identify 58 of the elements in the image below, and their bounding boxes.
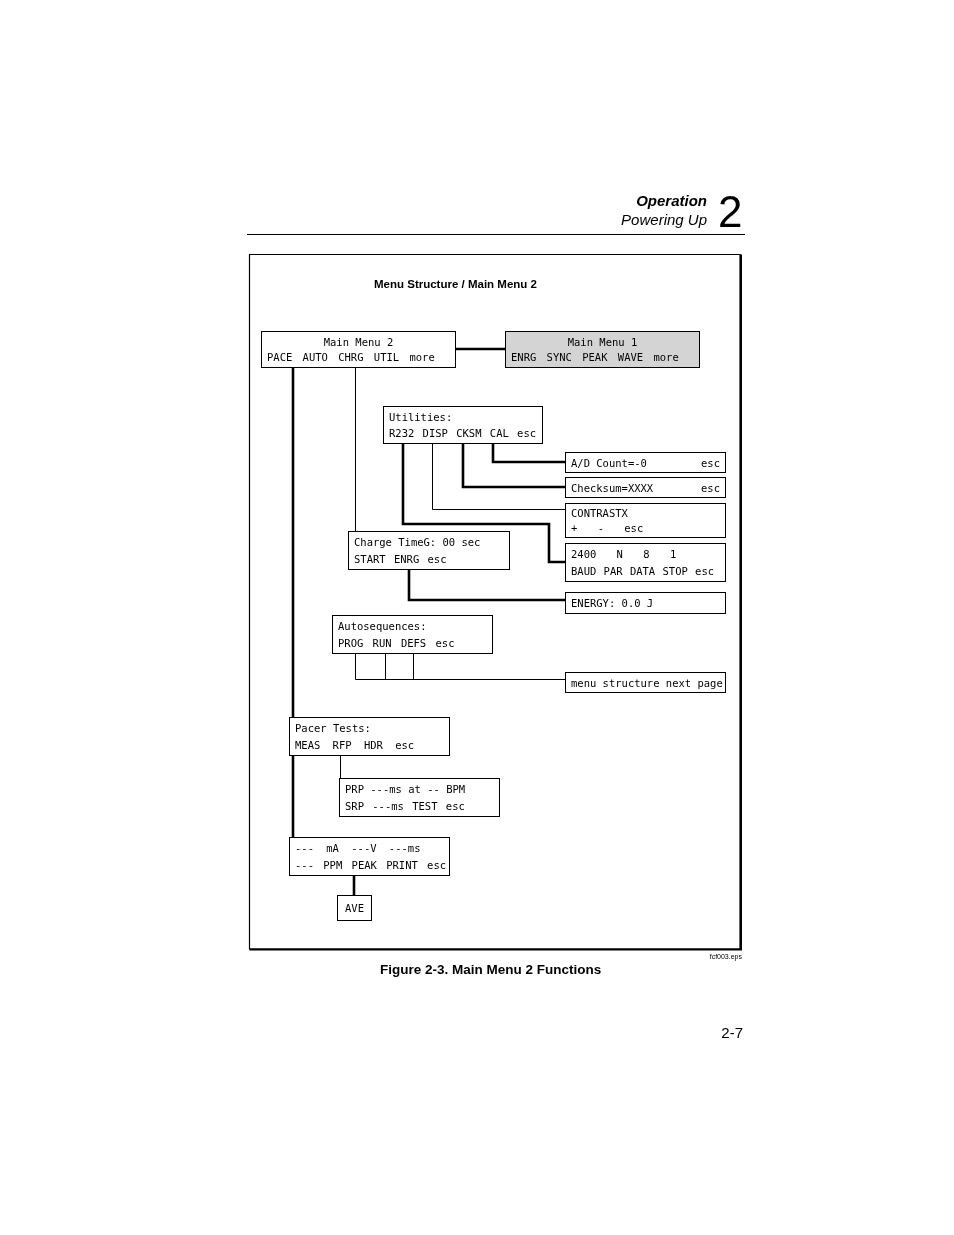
connector-line <box>456 347 505 351</box>
menu-screen-box <box>383 406 543 444</box>
menu-heading: Pacer Tests: <box>295 722 372 735</box>
menu-heading: Utilities: <box>389 411 454 423</box>
menu-heading: Main Menu 1 <box>566 335 639 348</box>
connector-line <box>432 443 566 510</box>
menu-heading: 2400 N 8 1 <box>571 548 678 561</box>
menu-screen-box <box>565 592 726 614</box>
connector-line <box>407 570 565 602</box>
menu-heading: A/D Count=-0 <box>571 456 647 469</box>
menu-heading: PRP ---ms at -- BPM <box>345 783 467 796</box>
menu-heading: AVE <box>344 902 365 914</box>
connector-line <box>461 444 565 489</box>
menu-heading: --- mA ---V ---ms <box>295 842 422 855</box>
connector-line <box>291 756 295 837</box>
menu-options: esc <box>701 456 720 469</box>
menu-screen-box <box>565 543 726 582</box>
menu-screen-box <box>289 717 450 756</box>
menu-screen-box <box>332 615 493 654</box>
menu-options: SRP ---ms TEST esc <box>345 799 494 812</box>
menu-options: --- PPM PEAK PRINT esc <box>295 858 444 871</box>
menu-heading: Charge TimeG: 00 sec <box>354 536 482 549</box>
menu-heading: Autosequences: <box>338 620 428 633</box>
figure-caption: Figure 2-3. Main Menu 2 Functions <box>380 962 602 977</box>
menu-screen-box <box>348 531 510 570</box>
menu-screen-box <box>565 503 726 538</box>
menu-options: ENRG SYNC PEAK WAVE more <box>511 351 694 364</box>
menu-options: + - esc <box>571 521 720 534</box>
menu-options: BAUD PAR DATA STOP esc <box>571 564 720 577</box>
menu-screen-box <box>261 331 456 368</box>
chapter-number: 2 <box>718 187 743 237</box>
menu-screen-box <box>565 477 726 498</box>
menu-options: esc <box>701 481 720 494</box>
menu-options: PROG RUN DEFS esc <box>338 636 487 649</box>
menu-screen-box <box>289 837 450 876</box>
menu-options: MEAS RFP HDR esc <box>295 738 444 751</box>
menu-options: PACE AUTO CHRG UTIL more <box>267 351 450 364</box>
menu-heading: ENERGY: 0.0 J <box>571 597 655 609</box>
menu-screen-box <box>565 452 726 473</box>
menu-screen-box <box>337 895 372 921</box>
connector-line <box>491 444 565 464</box>
connector-line <box>401 444 565 564</box>
page-number: 2-7 <box>721 1024 743 1041</box>
menu-screen-box <box>339 778 500 817</box>
menu-options: START ENRG esc <box>354 552 504 565</box>
connector-line <box>340 755 341 779</box>
menu-screen-box <box>565 672 726 693</box>
connector-line <box>291 368 295 717</box>
connector-line <box>355 367 356 532</box>
menu-heading: Checksum=XXXX <box>571 481 654 494</box>
menu-heading: CONTRASTX <box>571 507 629 520</box>
section-heading: Operation <box>636 192 707 209</box>
menu-options: R232 DISP CKSM CAL esc <box>389 427 537 439</box>
connector-line <box>355 653 566 680</box>
subsection-heading: Powering Up <box>621 211 707 228</box>
menu-heading: Main Menu 2 <box>322 335 395 348</box>
diagram-title: Menu Structure / Main Menu 2 <box>374 278 537 290</box>
menu-screen-box <box>505 331 700 368</box>
